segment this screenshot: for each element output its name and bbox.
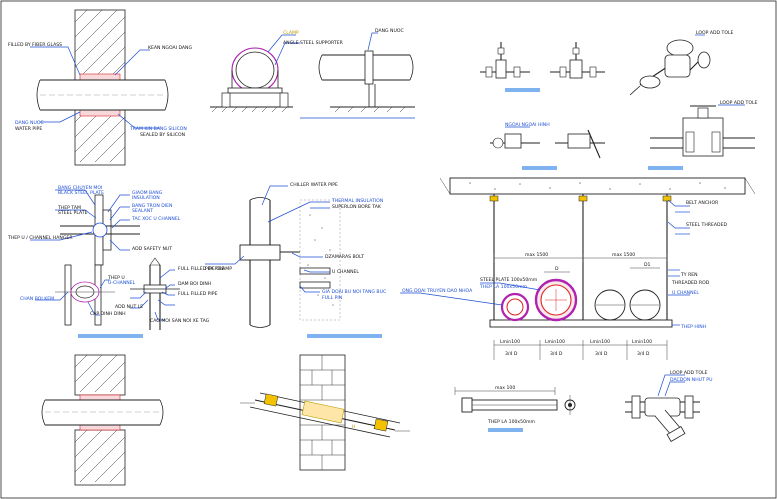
label-dzamaras: DZAMARAS BOLT — [325, 254, 364, 260]
label-channel-note-8: SEALANT — [132, 208, 153, 214]
label-brick-yellow: H — [352, 424, 355, 430]
label-channel-note-9: TAC XOC U CHANNEL — [131, 216, 181, 222]
label-max-right: max 1500 — [612, 252, 635, 258]
label-clamp: CLAMP — [283, 30, 299, 36]
label-clamp-note-2: FULL PIN — [322, 295, 342, 301]
label-dim-4: Lmin100 — [632, 339, 652, 345]
label-dim-2: Lmin100 — [545, 339, 565, 345]
label-channel-note-3: GIAOM BANG — [132, 190, 163, 196]
label-channel-note-4: INSULATION — [132, 195, 160, 201]
detail-wall-pipe-top: FILLED BY FIBER GLASS KEAN NGOAI DANG DA… — [8, 9, 192, 166]
detail-fittings: LOOP ADD TOLE LOOP ADD TOLE NGOAI NGOAI … — [480, 30, 758, 170]
label-frac-2: 3/4 D — [550, 351, 563, 357]
label-belt-anchor: BELT ANCHOR — [686, 200, 719, 206]
detail-hanger-rack: max 1500 max 1500 D D1 Lmin100 Lmin100 L… — [400, 177, 756, 360]
label-thep-la: THEP LA 100x50mm — [479, 284, 527, 290]
label-channel-note-12: THEP U — [107, 275, 125, 281]
label-ngoai-hinh: NGOAI NGOAI HINH — [505, 122, 550, 128]
label-d-left: D — [555, 266, 559, 272]
label-channel-note-18: FULL FILLED PIPE — [178, 291, 217, 297]
label-channel-note-5: THEP TAM — [57, 205, 81, 211]
label-channel-note-6: STEEL PLATE — [58, 210, 88, 216]
label-steel-threaded: STEEL THREADED — [686, 222, 727, 228]
label-channel-note-7: BANG TRON DIEN — [132, 203, 173, 209]
label-channel-note-10: THEP U / CHANNEL HANGER — [7, 235, 73, 241]
label-pipe-clamp: PIPE CLAMP — [205, 266, 232, 272]
label-loop-add-tole-1: LOOP ADD TOLE — [696, 30, 734, 36]
detail-strainer: LOOP ADD TOLE DACDON NHUT PU — [625, 370, 712, 443]
detail-channel-mount: BANG CHUYEN MOI BLACK STEEL PLATE GIAOM … — [7, 185, 225, 338]
label-d-right: D1 — [644, 262, 651, 268]
label-frac-3: 3/4 D — [595, 351, 608, 357]
label-max-left: max 1500 — [525, 252, 548, 258]
detail-pipe-saddle: CLAMP ANGLE STEEL SUPPORTER DANG NUOC — [210, 28, 415, 119]
label-superlon: SUPERLON BORE TAK — [332, 204, 382, 210]
label-channel-note-14: CHAN BOI KEM — [20, 296, 54, 302]
label-frac-4: 3/4 D — [637, 351, 650, 357]
label-filled-fiber-glass: FILLED BY FIBER GLASS — [8, 42, 62, 48]
label-loop-add-tole-2: LOOP ADD TOLE — [720, 100, 758, 106]
label-channel-note-15: CAP DINH DINH — [90, 311, 126, 317]
detail-pipe-clamp: CHILLER WATER PIPE THERMAL INSULATION SU… — [205, 182, 386, 338]
label-dim-1: Lmin100 — [500, 339, 520, 345]
detail-wall-pipe-bottom — [41, 354, 164, 486]
label-clamp-note-1: GIA DOAI BU NOI TANG BUC — [322, 289, 386, 295]
label-channel-note-13: U-CHANNEL — [108, 280, 136, 286]
label-water-pipe: WATER PIPE — [15, 126, 42, 132]
label-angle-support: ANGLE STEEL SUPPORTER — [283, 40, 344, 46]
label-ong-doai: ONG DOAI TRUYEN DAO NHOA — [402, 288, 473, 294]
label-channel-note-1: BANG CHUYEN MOI — [58, 185, 102, 191]
label-dim-3: Lmin100 — [590, 339, 610, 345]
label-keo-ngoai-dang: KEAN NGOAI DANG — [148, 45, 192, 51]
label-sealed-vn: TRAM KIN BANG SILICON — [129, 126, 187, 132]
label-rack-u-channel: U CHANNEL — [672, 290, 699, 296]
label-channel-note-17: DAM BOI DINH — [178, 281, 211, 287]
label-chiller-pipe: CHILLER WATER PIPE — [290, 182, 338, 188]
label-channel-note-20: ADD NUT LE — [115, 304, 143, 310]
label-sleeve-thep-la: THEP LA 100x50mm — [487, 419, 535, 425]
label-strainer-dacdon: DACDON NHUT PU — [670, 377, 712, 383]
label-ty-ren: TY REN — [680, 272, 698, 278]
label-channel-note-19: CAO MOI SAN NOI XE TAG — [150, 318, 210, 324]
detail-sleeve: max 100 THEP LA 100x50mm — [454, 385, 576, 432]
label-threaded-rod: THREADED ROD — [671, 280, 710, 286]
label-strainer-loop: LOOP ADD TOLE — [670, 370, 708, 376]
label-channel-note-11: ADD SAFETY NUT — [132, 246, 172, 252]
label-thanh-u: THEP HINH — [680, 324, 706, 330]
label-u-channel: U CHANNEL — [332, 269, 359, 275]
label-sealed: SEALED BY SILICON — [140, 132, 185, 138]
detail-brick-pass: H — [240, 354, 410, 471]
label-sleeve-max: max 100 — [495, 385, 515, 391]
label-channel-note-2: BLACK STEEL PLATE — [58, 190, 104, 196]
label-water-pipe-vn: DANG NUOC — [15, 120, 44, 126]
label-thermal-insulation: THERMAL INSULATION — [331, 198, 383, 204]
label-frac-1: 3/4 D — [505, 351, 518, 357]
label-channel-note-16: FULL FILLED BY PIPE — [178, 266, 225, 272]
label-pipe-side: DANG NUOC — [375, 28, 404, 34]
label-steel-plate: STEEL PLATE 100x50mm — [480, 277, 538, 283]
